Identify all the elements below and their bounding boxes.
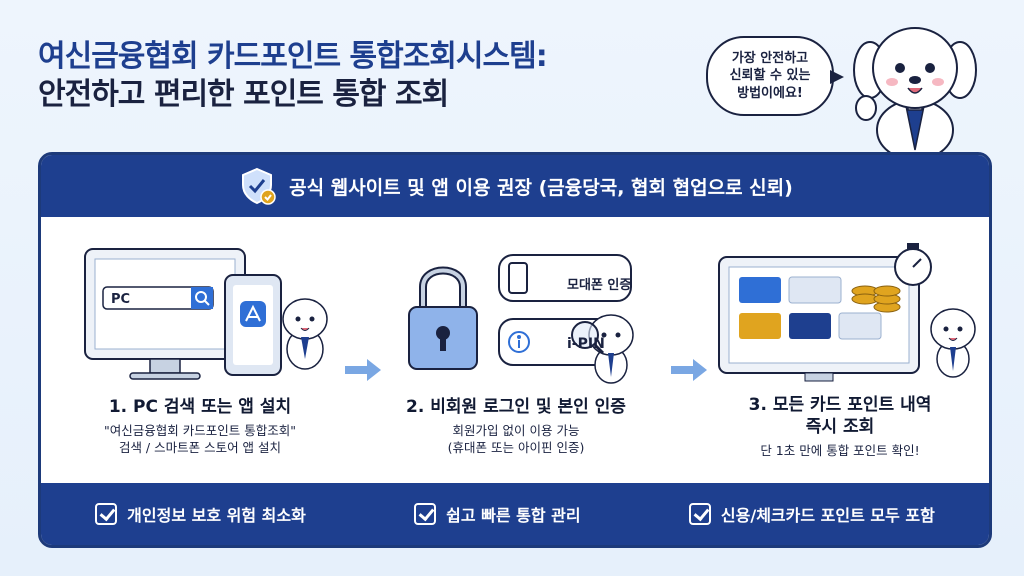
step-3: 3. 모든 카드 포인트 내역 즉시 조회 단 1초 만에 통합 포인트 확인!	[695, 217, 985, 479]
shield-check-icon	[242, 167, 276, 205]
step-1-desc-2: 검색 / 스마트폰 스토어 앱 설치	[118, 440, 282, 455]
step-2-desc-2: (휴대폰 또는 아이핀 인증)	[447, 440, 585, 455]
search-box-text: PC	[111, 292, 131, 307]
step-1: PC 1. PC 검색 또는 앱 설치 "여신금융협회 카드포인트 통합조회" …	[55, 217, 345, 479]
step-3-desc-1: 단 1초 만에 통합 포인트 확인!	[760, 443, 920, 458]
step-1-desc-1: "여신금융협회 카드포인트 통합조회"	[104, 423, 296, 438]
benefit-label: 쉽고 빠른 통합 관리	[446, 506, 581, 525]
checkbox-icon	[688, 503, 711, 525]
step-2: 모대폰 인증 i-PIN 2. 비회원 로그인 및 본인 인증 회원가입 없이 …	[371, 217, 661, 479]
step-2-desc-1: 회원가입 없이 이용 가능	[452, 423, 580, 438]
banner-text: 공식 웹사이트 및 앱 이용 권장 (금융당국, 협회 협업으로 신뢰)	[289, 176, 793, 199]
title-line-1: 여신금융협회 카드포인트 통합조회시스템:	[38, 39, 548, 74]
checkbox-icon	[95, 503, 118, 525]
pc-and-phone-illustration	[84, 248, 328, 380]
page-title: 여신금융협회 카드포인트 통합조회시스템: 안전하고 편리한 포인트 통합 조회	[38, 38, 548, 115]
step-2-title: 2. 비회원 로그인 및 본인 인증	[406, 397, 626, 417]
ipin-auth-label: i-PIN	[567, 336, 605, 352]
title-line-2: 안전하고 편리한 포인트 통합 조회	[38, 77, 449, 113]
lock-auth-illustration	[408, 254, 634, 384]
benefit-item: 신용/체크카드 포인트 모두 포함	[688, 502, 935, 526]
benefits-footer: 개인정보 보호 위험 최소화 쉽고 빠른 통합 관리 신용/체크카드 포인트 모…	[41, 483, 989, 545]
bubble-line-2: 신뢰할 수 있는	[729, 68, 811, 84]
benefit-label: 신용/체크카드 포인트 모두 포함	[720, 506, 935, 525]
step-1-title: 1. PC 검색 또는 앱 설치	[108, 397, 292, 417]
bubble-line-3: 방법이에요!	[737, 85, 803, 101]
main-panel: 공식 웹사이트 및 앱 이용 권장 (금융당국, 협회 협업으로 신뢰)	[38, 152, 992, 548]
arrow-right-icon	[345, 359, 381, 381]
card-points-illustration	[718, 243, 976, 382]
step-3-title-line-2: 즉시 조회	[805, 417, 875, 437]
arrow-right-icon	[671, 359, 707, 381]
bubble-line-1: 가장 안전하고	[731, 50, 809, 66]
phone-auth-label: 모대폰 인증	[567, 278, 632, 293]
speech-bubble: 가장 안전하고 신뢰할 수 있는 방법이에요!	[706, 36, 844, 116]
benefit-item: 개인정보 보호 위험 최소화	[95, 502, 306, 526]
puppy-mascot	[853, 27, 977, 160]
steps-area: PC 1. PC 검색 또는 앱 설치 "여신금융협회 카드포인트 통합조회" …	[41, 217, 989, 479]
recommendation-banner: 공식 웹사이트 및 앱 이용 권장 (금융당국, 협회 협업으로 신뢰)	[41, 155, 989, 217]
step-3-title-line-1: 3. 모든 카드 포인트 내역	[748, 395, 932, 415]
benefit-label: 개인정보 보호 위험 최소화	[127, 506, 306, 525]
benefit-item: 쉽고 빠른 통합 관리	[414, 502, 581, 526]
checkbox-icon	[414, 503, 437, 525]
